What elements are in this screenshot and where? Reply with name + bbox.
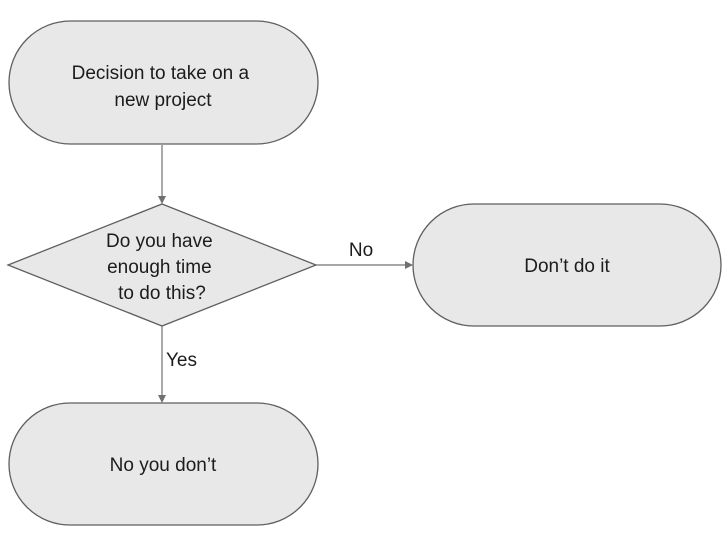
edge-question-to-no-arrowhead xyxy=(405,261,413,269)
start-node-line-2: new project xyxy=(114,90,212,111)
yes-outcome-node-shape xyxy=(8,402,319,526)
question-node-text: Do you have enough time to do this? xyxy=(106,231,218,304)
no-outcome-node-shape xyxy=(412,203,722,327)
no-outcome-node-text: Don’t do it xyxy=(524,256,610,277)
edge-question-to-no: No xyxy=(316,240,413,269)
edge-start-to-question xyxy=(158,145,166,204)
edge-start-to-question-arrowhead xyxy=(158,196,166,204)
yes-outcome-node-text: No you don’t xyxy=(110,455,217,476)
question-node-line-2: enough time xyxy=(107,257,212,278)
yes-outcome-node: No you don’t xyxy=(8,402,319,526)
start-node-shape xyxy=(8,20,319,145)
no-outcome-node: Don’t do it xyxy=(412,203,722,327)
question-node-line-1: Do you have xyxy=(106,231,213,252)
start-node: Decision to take on a new project xyxy=(8,20,319,145)
start-node-text: Decision to take on a new project xyxy=(72,63,255,111)
start-node-line-1: Decision to take on a xyxy=(72,63,250,84)
question-node-line-3: to do this? xyxy=(118,283,206,304)
edge-label-no: No xyxy=(349,240,373,261)
edge-question-to-yes-arrowhead xyxy=(158,395,166,403)
edge-label-yes: Yes xyxy=(166,350,197,371)
edge-question-to-yes: Yes xyxy=(158,326,197,403)
question-node: Do you have enough time to do this? xyxy=(6,203,318,327)
